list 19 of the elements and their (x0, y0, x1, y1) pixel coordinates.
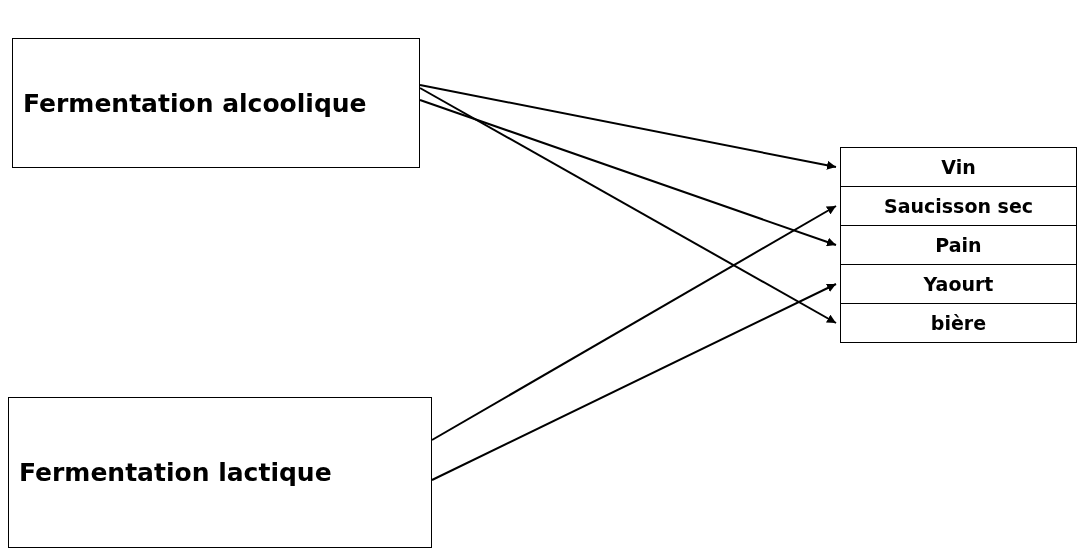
process-box (8, 397, 432, 548)
node-label: Pain (935, 234, 982, 256)
table-row-box (840, 147, 1077, 187)
process-box (12, 38, 420, 168)
node-label: bière (930, 312, 987, 334)
table-row-box (840, 303, 1077, 343)
arrow (431, 283, 837, 481)
node-label: Saucisson sec (883, 195, 1034, 217)
table-row-box (840, 186, 1077, 226)
arrow (419, 87, 837, 324)
table-row-box (840, 225, 1077, 265)
arrow (431, 205, 837, 441)
node-label: Fermentation alcoolique (23, 88, 367, 118)
arrow (419, 84, 837, 170)
node-label: Fermentation lactique (19, 458, 332, 487)
node-label: Vin (941, 156, 976, 178)
table-row-box (840, 264, 1077, 304)
arrow (419, 99, 837, 247)
node-label: Yaourt (923, 273, 994, 295)
